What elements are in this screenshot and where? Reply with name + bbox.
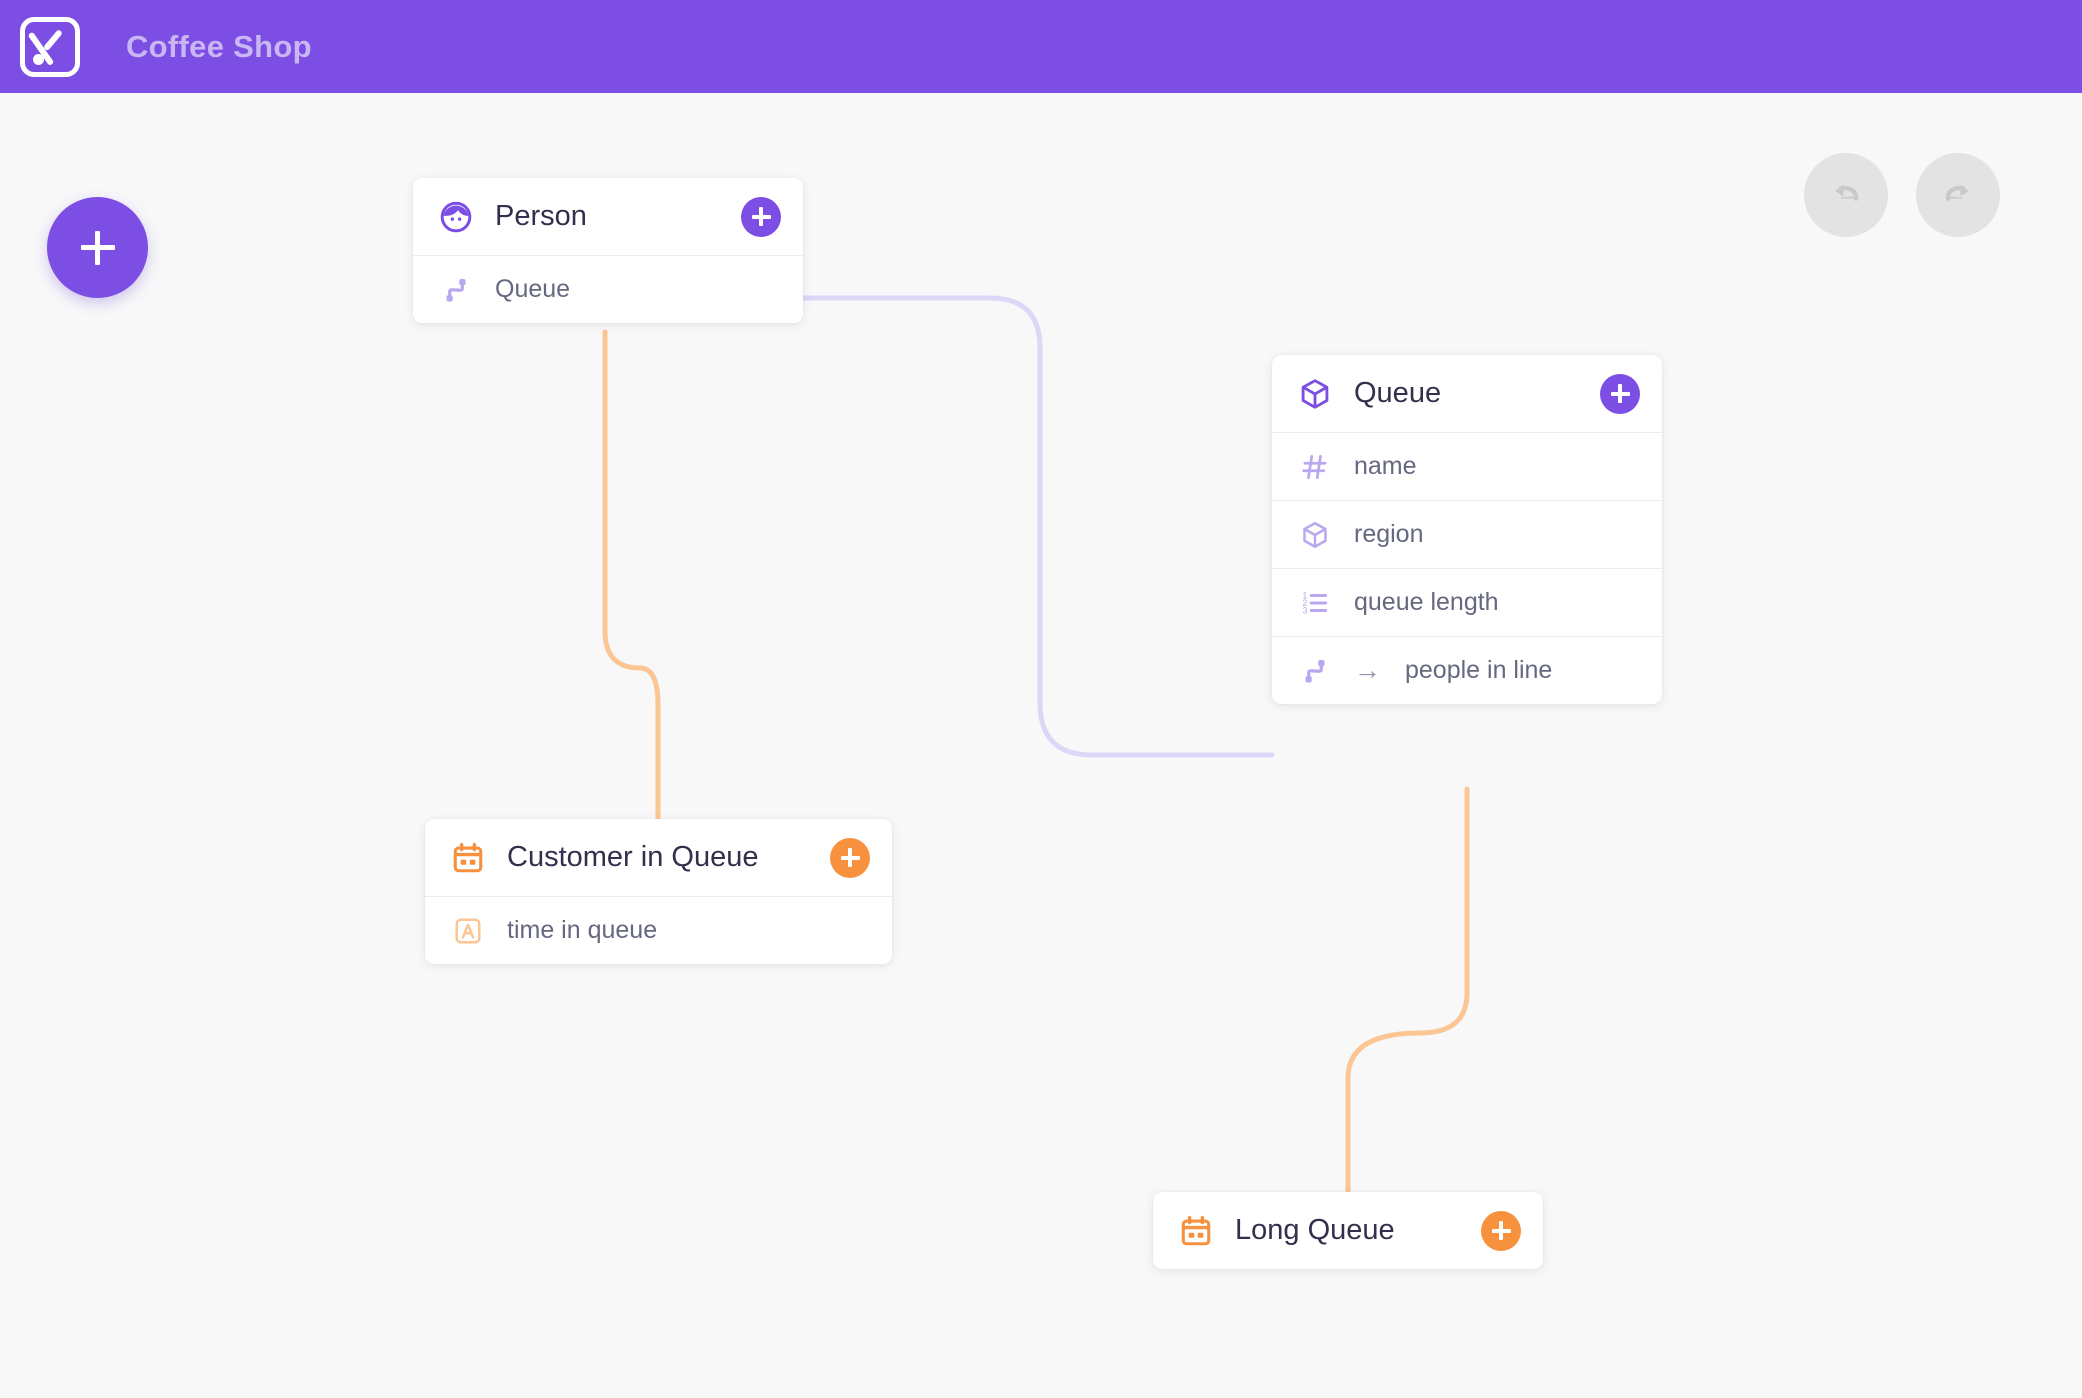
node-header[interactable]: Person bbox=[413, 178, 803, 255]
node-row-label: Queue bbox=[495, 275, 571, 303]
relation-link-icon bbox=[1298, 656, 1332, 686]
relation-link-icon bbox=[439, 275, 473, 305]
redo-button[interactable] bbox=[1916, 153, 2000, 237]
node-card-queue[interactable]: Queue name region bbox=[1272, 355, 1662, 704]
relation-direction-arrow-icon: → bbox=[1354, 655, 1381, 685]
node-title: Long Queue bbox=[1235, 1214, 1395, 1246]
node-row-region[interactable]: region bbox=[1272, 500, 1662, 568]
redo-arrow-icon bbox=[1945, 185, 1969, 201]
hash-icon bbox=[1298, 452, 1332, 482]
plus-icon-vertical bbox=[848, 848, 852, 867]
add-node-button[interactable] bbox=[47, 197, 148, 298]
edge-queue-relation-to-long-queue bbox=[1345, 786, 1470, 1195]
add-field-button[interactable] bbox=[741, 196, 781, 237]
node-row-name[interactable]: name bbox=[1272, 432, 1662, 500]
edge-person-queue-to-queue-relation bbox=[800, 295, 1275, 758]
text-type-a-icon bbox=[451, 916, 485, 946]
node-row-label: queue length bbox=[1354, 588, 1499, 616]
add-field-button[interactable] bbox=[830, 837, 870, 878]
plus-icon-vertical bbox=[1618, 384, 1622, 403]
edge-layer bbox=[602, 295, 1470, 1195]
node-header[interactable]: Long Queue bbox=[1153, 1192, 1543, 1269]
node-row-label: people in line bbox=[1405, 656, 1553, 684]
plus-icon-vertical bbox=[759, 207, 763, 226]
model-canvas[interactable]: Person Queue bbox=[0, 93, 2082, 1398]
node-row-time-in-queue[interactable]: time in queue bbox=[425, 896, 892, 964]
plus-icon-vertical bbox=[95, 230, 100, 265]
node-row-relation-queue[interactable]: Queue bbox=[413, 255, 803, 323]
calendar-icon bbox=[449, 841, 487, 875]
node-header[interactable]: Queue bbox=[1272, 355, 1662, 432]
app-header: Coffee Shop bbox=[0, 0, 2082, 93]
svg-text:3: 3 bbox=[1303, 605, 1308, 615]
undo-arrow-icon bbox=[1835, 185, 1859, 201]
node-card-person[interactable]: Person Queue bbox=[413, 178, 803, 323]
app-logo-icon bbox=[20, 16, 80, 77]
node-card-long-queue[interactable]: Long Queue bbox=[1153, 1192, 1543, 1269]
svg-text:1: 1 bbox=[1303, 590, 1308, 600]
add-field-button[interactable] bbox=[1600, 373, 1640, 414]
page-title: Coffee Shop bbox=[126, 28, 312, 64]
node-card-customer-in-queue[interactable]: Customer in Queue time in queue bbox=[425, 819, 892, 964]
cube-icon bbox=[1298, 520, 1332, 550]
plus-icon-vertical bbox=[1499, 1221, 1503, 1240]
cube-icon bbox=[1296, 377, 1334, 411]
edge-person-queue-to-customer bbox=[602, 329, 661, 822]
node-row-label: name bbox=[1354, 452, 1417, 480]
node-title: Customer in Queue bbox=[507, 841, 759, 873]
node-row-label: time in queue bbox=[507, 916, 658, 944]
person-face-icon bbox=[437, 199, 475, 235]
node-row-queue-length[interactable]: 1 2 3 queue length bbox=[1272, 568, 1662, 636]
node-title: Person bbox=[495, 200, 587, 232]
node-header[interactable]: Customer in Queue bbox=[425, 819, 892, 896]
logo-dot bbox=[33, 53, 44, 65]
node-title: Queue bbox=[1354, 377, 1442, 409]
undo-button[interactable] bbox=[1804, 153, 1888, 237]
calendar-icon bbox=[1177, 1214, 1215, 1248]
node-row-people-in-line[interactable]: → people in line bbox=[1272, 636, 1662, 704]
add-field-button[interactable] bbox=[1481, 1210, 1521, 1251]
numbered-list-icon: 1 2 3 bbox=[1298, 588, 1332, 618]
svg-text:2: 2 bbox=[1303, 598, 1308, 608]
node-row-label: region bbox=[1354, 520, 1424, 548]
logo-stroke-upper bbox=[42, 28, 63, 51]
